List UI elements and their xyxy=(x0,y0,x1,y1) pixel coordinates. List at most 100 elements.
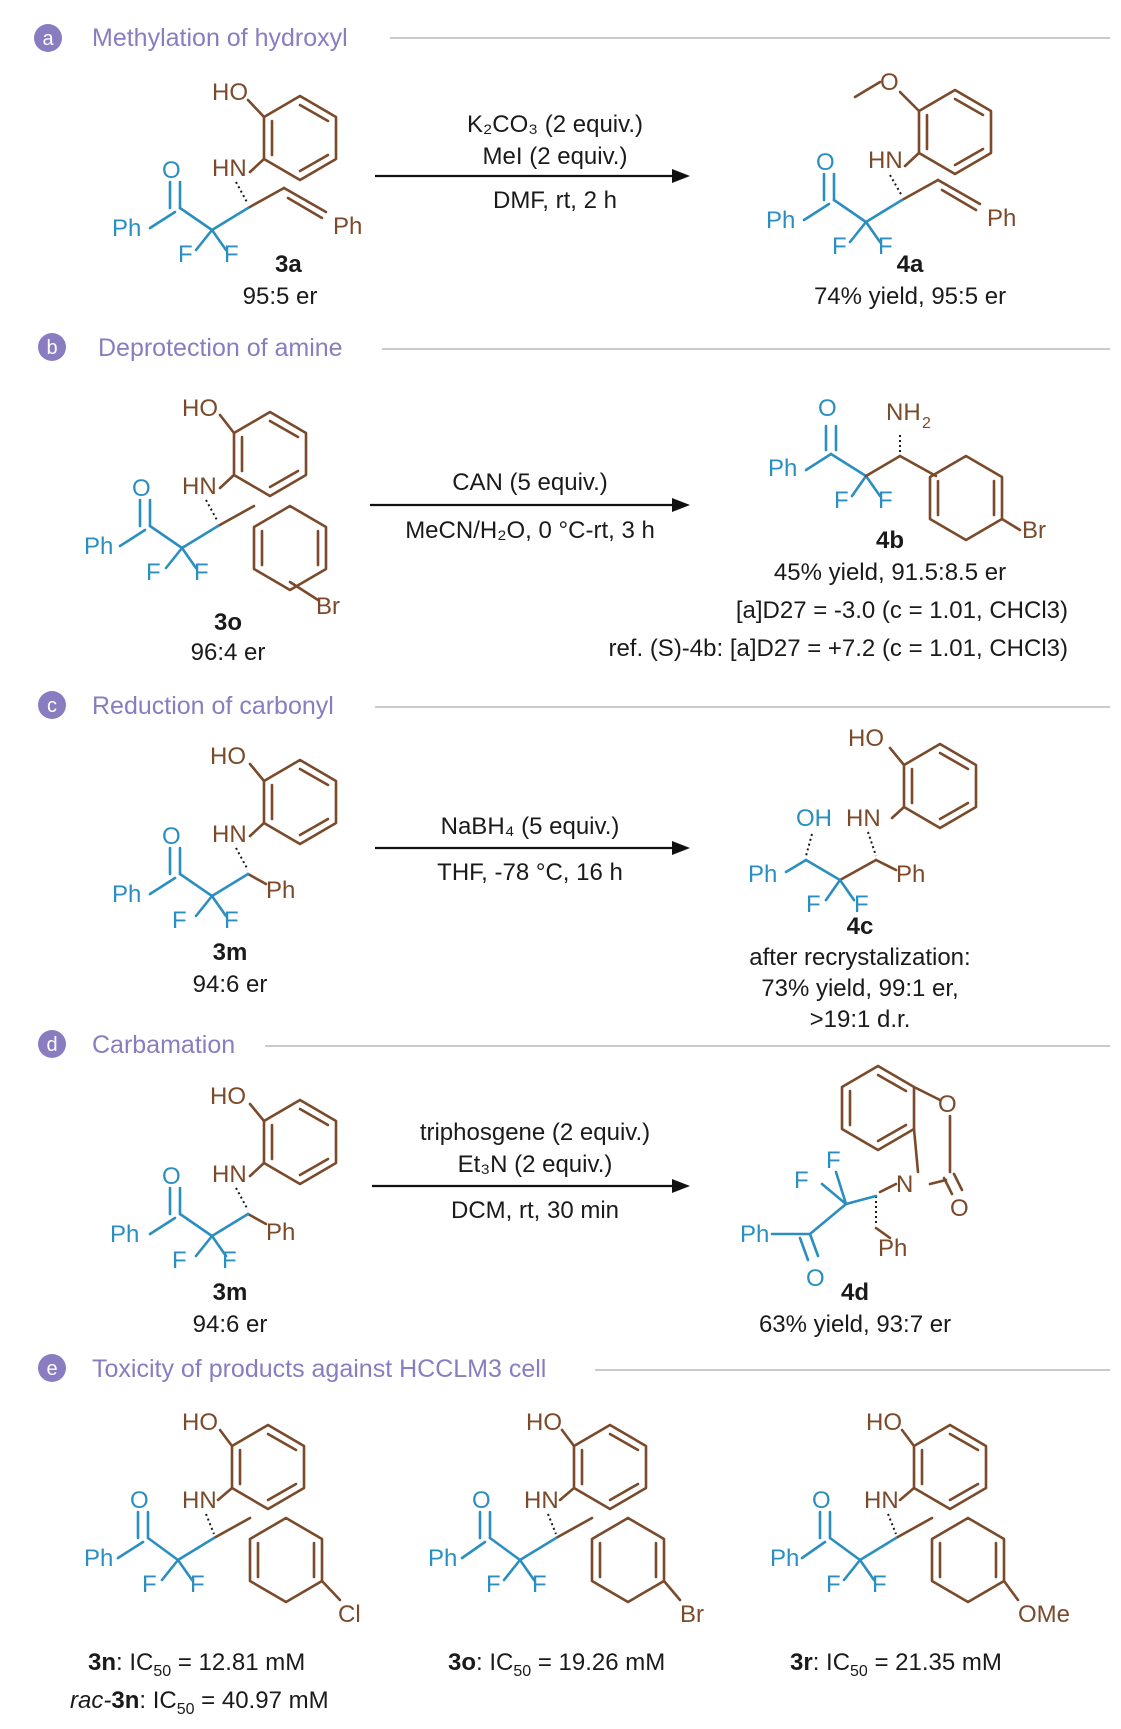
section-badge-c xyxy=(38,691,66,719)
atom-label: Ph xyxy=(112,881,141,908)
section-title: Deprotection of amine xyxy=(98,334,343,362)
atom-label: F xyxy=(872,1571,887,1598)
product-4b: O Ph F F NH 2 Br 4b 45% yield, 91.5:8.5 … xyxy=(608,395,1068,662)
compound-er: 94:6 er xyxy=(193,1311,268,1338)
atom-label: Ph xyxy=(333,213,362,240)
section-badge-b xyxy=(38,333,66,361)
atom-label: N xyxy=(896,1171,913,1198)
atom-label: F xyxy=(190,1571,205,1598)
atom-label: F xyxy=(224,907,239,934)
atom-label: Ph xyxy=(740,1221,769,1248)
compound-3r: HO HN OMe O Ph F F 3r: IC50 = 21.35 mM xyxy=(770,1409,1070,1680)
atom-label: HO xyxy=(212,79,248,106)
atom-label: HO xyxy=(866,1409,902,1436)
section-title: Reduction of carbonyl xyxy=(92,692,334,720)
atom-label: F xyxy=(172,1247,187,1274)
reagent-line: CAN (5 equiv.) xyxy=(452,469,608,496)
atom-label: O xyxy=(938,1091,957,1118)
product-info-line: 74% yield, 95:5 er xyxy=(814,283,1006,310)
starting-material-3a: HO HN Ph O Ph F F 3a 95:5 er xyxy=(112,79,362,310)
atom-label: F xyxy=(826,1147,841,1174)
compound-label: 3o xyxy=(214,609,242,636)
atom-label: O xyxy=(812,1487,831,1514)
atom-label: Ph xyxy=(84,533,113,560)
section-e: e Toxicity of products against HCCLM3 ce… xyxy=(38,1354,1110,1718)
product-info-line: after recrystalization: xyxy=(749,944,970,971)
atom-label: HO xyxy=(182,395,218,422)
atom-label: HO xyxy=(848,725,884,752)
atom-label: O xyxy=(806,1265,825,1292)
section-badge-d xyxy=(38,1030,66,1058)
atom-label: F xyxy=(532,1571,547,1598)
atom-label: Ph xyxy=(266,1219,295,1246)
section-letter: d xyxy=(46,1034,57,1056)
atom-label: O xyxy=(130,1487,149,1514)
atom-label: F xyxy=(178,241,193,268)
reagent-line: NaBH₄ (5 equiv.) xyxy=(441,813,620,840)
atom-label: O xyxy=(950,1195,969,1222)
atom-label: Br xyxy=(680,1601,704,1628)
compound-label: 4a xyxy=(897,251,924,278)
compound-label: 4b xyxy=(876,527,904,554)
ic50-line-3n: 3n: IC50 = 12.81 mM xyxy=(88,1649,305,1680)
condition-line: MeCN/H₂O, 0 °C-rt, 3 h xyxy=(405,517,655,544)
atom-label: F xyxy=(194,559,209,586)
atom-label: F xyxy=(834,487,849,514)
compound-label: 4d xyxy=(841,1279,869,1306)
section-badge-a xyxy=(34,24,62,52)
section-c: c Reduction of carbonyl HO HN Ph O Ph F xyxy=(38,691,1110,1033)
atom-label: Ph xyxy=(766,207,795,234)
compound-label: 4c xyxy=(847,913,874,940)
product-info-line: 73% yield, 99:1 er, xyxy=(761,975,958,1002)
product-info-line: 45% yield, 91.5:8.5 er xyxy=(774,559,1006,586)
product-info-line: [a]D27 = -3.0 (c = 1.01, CHCl3) xyxy=(736,597,1068,624)
condition-line: DCM, rt, 30 min xyxy=(451,1197,619,1224)
product-4d: O O N Ph F F Ph O 4d 63% yield, 93:7 er xyxy=(740,1064,969,1338)
compound-label: 3a xyxy=(275,251,302,278)
section-letter: b xyxy=(46,337,57,359)
product-4a: O HN Ph O Ph F F 4a 74% yield, 95:5 er xyxy=(766,69,1016,310)
atom-label: HO xyxy=(182,1409,218,1436)
compound-label: 3m xyxy=(213,939,248,966)
atom-label: F xyxy=(854,891,869,918)
section-letter: c xyxy=(47,695,57,717)
atom-label: O xyxy=(818,395,837,422)
atom-label: HN xyxy=(212,821,247,848)
atom-label: HN xyxy=(846,805,881,832)
starting-material-3o: HO HN Br O Ph F F 3o 96:4 er xyxy=(84,395,340,666)
section-title: Toxicity of products against HCCLM3 cell xyxy=(92,1355,546,1383)
atom-label: Ph xyxy=(770,1545,799,1572)
reagent-line: MeI (2 equiv.) xyxy=(483,143,628,170)
atom-label: F xyxy=(878,233,893,260)
ic50-line-rac-3n: rac-3n: IC50 = 40.97 mM xyxy=(70,1687,329,1718)
atom-label: Ph xyxy=(896,861,925,888)
atom-label: HN xyxy=(868,147,903,174)
condition-line: THF, -78 °C, 16 h xyxy=(437,859,623,886)
atom-label: O xyxy=(132,475,151,502)
atom-label: HN xyxy=(182,473,217,500)
atom-label: O xyxy=(162,823,181,850)
product-info-line: 63% yield, 93:7 er xyxy=(759,1311,951,1338)
atom-label: F xyxy=(224,241,239,268)
ic50-line-3o: 3o: IC50 = 19.26 mM xyxy=(448,1649,665,1680)
atom-label: HN xyxy=(212,155,247,182)
reagent-line: Et₃N (2 equiv.) xyxy=(458,1151,613,1178)
starting-material-3m: HO HN Ph O Ph F F 3m 94:6 er xyxy=(112,743,338,998)
atom-label: Ph xyxy=(768,455,797,482)
section-b: b Deprotection of amine HO HN Br O P xyxy=(38,333,1110,666)
atom-label: Br xyxy=(1022,517,1046,544)
atom-label: Ph xyxy=(987,205,1016,232)
section-letter: e xyxy=(46,1358,57,1380)
atom-label: HO xyxy=(210,1083,246,1110)
atom-label: Ph xyxy=(878,1235,907,1262)
reagent-line: K₂CO₃ (2 equiv.) xyxy=(467,111,643,138)
atom-label: OH xyxy=(796,805,832,832)
atom-label: F xyxy=(146,559,161,586)
condition-line: DMF, rt, 2 h xyxy=(493,187,617,214)
atom-label: F xyxy=(806,891,821,918)
atom-label: NH xyxy=(886,399,921,426)
atom-label: Cl xyxy=(338,1601,361,1628)
subscript: 2 xyxy=(922,415,931,432)
section-d: d Carbamation HO HN Ph O Ph F F xyxy=(38,1030,1110,1338)
